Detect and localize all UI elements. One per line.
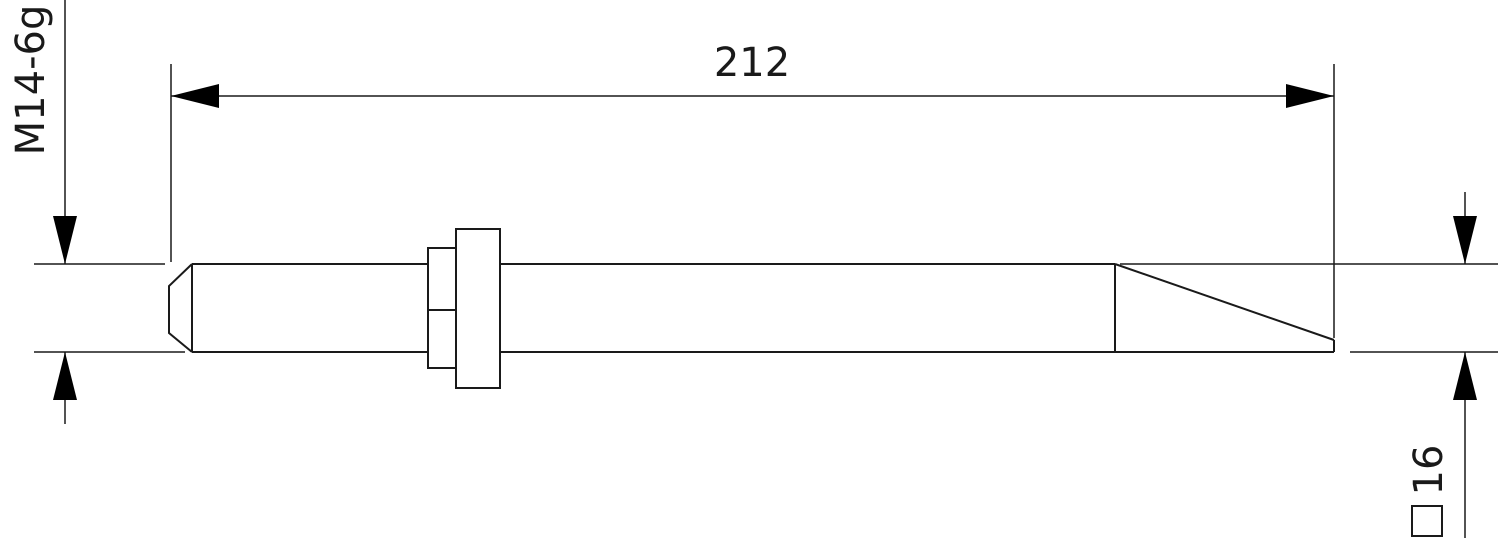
square-dimension: 16 [1120, 192, 1498, 538]
arrowhead-length-left [171, 84, 219, 108]
arrowhead-square-top [1453, 216, 1477, 264]
square-symbol-icon [1411, 505, 1443, 537]
square-size-label: 16 [1406, 445, 1452, 496]
collar [455, 228, 501, 389]
thread-dimension: M14-6g [8, 0, 185, 424]
chisel-part [168, 228, 1335, 389]
arrowhead-length-right [1286, 84, 1334, 108]
length-label: 212 [714, 40, 790, 86]
arrowhead-thread-bottom [53, 352, 77, 400]
tip-chamfer [168, 263, 193, 353]
arrowhead-square-bottom [1453, 352, 1477, 400]
length-dimension: 212 [170, 40, 1335, 338]
arrowhead-thread-top [53, 216, 77, 264]
chisel-bevel [1114, 263, 1335, 341]
hex-nut [427, 247, 457, 369]
thread-spec-label: M14-6g [8, 5, 54, 156]
